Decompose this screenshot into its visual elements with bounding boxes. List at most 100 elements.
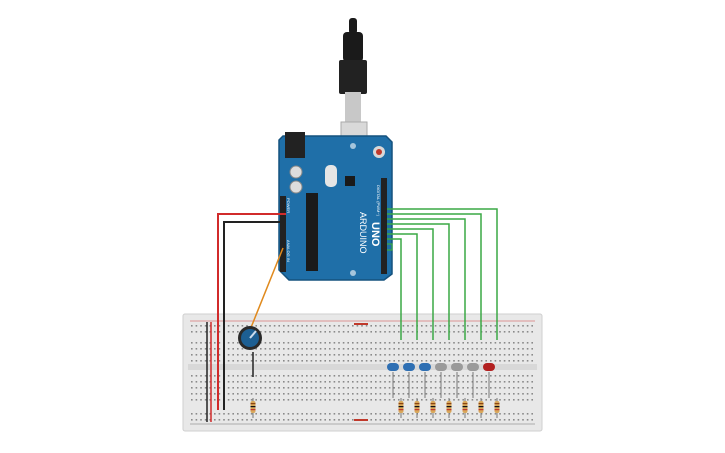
breadboard-hole[interactable] <box>462 360 464 362</box>
breadboard-hole[interactable] <box>471 331 474 333</box>
breadboard-hole[interactable] <box>237 331 239 333</box>
breadboard-hole[interactable] <box>306 360 308 362</box>
breadboard-hole[interactable] <box>517 375 520 377</box>
breadboard-hole[interactable] <box>329 399 331 401</box>
breadboard-hole[interactable] <box>200 325 202 327</box>
breadboard-hole[interactable] <box>200 342 202 344</box>
breadboard-hole[interactable] <box>393 419 395 421</box>
breadboard-hole[interactable] <box>241 381 244 383</box>
breadboard-hole[interactable] <box>384 419 386 421</box>
breadboard-hole[interactable] <box>301 419 303 421</box>
breadboard-hole[interactable] <box>246 387 248 389</box>
signal-wire[interactable] <box>387 243 393 251</box>
breadboard-hole[interactable] <box>278 354 280 356</box>
breadboard-hole[interactable] <box>292 325 294 327</box>
breadboard-hole[interactable] <box>402 399 405 401</box>
breadboard-hole[interactable] <box>467 399 469 401</box>
breadboard-hole[interactable] <box>416 348 418 350</box>
breadboard-hole[interactable] <box>416 387 418 389</box>
breadboard-hole[interactable] <box>434 348 437 350</box>
breadboard-hole[interactable] <box>296 393 299 395</box>
breadboard-hole[interactable] <box>218 360 221 362</box>
breadboard-hole[interactable] <box>315 387 317 389</box>
resistor-row[interactable] <box>398 398 500 418</box>
breadboard-hole[interactable] <box>264 360 267 362</box>
breadboard-hole[interactable] <box>430 381 432 383</box>
breadboard-hole[interactable] <box>471 360 474 362</box>
breadboard-hole[interactable] <box>384 381 386 383</box>
breadboard-hole[interactable] <box>457 354 460 356</box>
breadboard-hole[interactable] <box>204 342 207 344</box>
breadboard-hole[interactable] <box>476 354 478 356</box>
breadboard-hole[interactable] <box>237 348 239 350</box>
breadboard-hole[interactable] <box>448 342 451 344</box>
breadboard-hole[interactable] <box>264 354 267 356</box>
breadboard-hole[interactable] <box>301 375 303 377</box>
breadboard-hole[interactable] <box>315 375 317 377</box>
breadboard-hole[interactable] <box>490 325 492 327</box>
breadboard-hole[interactable] <box>338 399 340 401</box>
breadboard-hole[interactable] <box>237 399 239 401</box>
breadboard-hole[interactable] <box>273 354 276 356</box>
breadboard-hole[interactable] <box>218 419 221 421</box>
breadboard-hole[interactable] <box>204 387 207 389</box>
breadboard-hole[interactable] <box>411 342 414 344</box>
breadboard-hole[interactable] <box>296 331 299 333</box>
breadboard-hole[interactable] <box>255 360 257 362</box>
breadboard-hole[interactable] <box>195 399 198 401</box>
breadboard-hole[interactable] <box>462 342 464 344</box>
breadboard-hole[interactable] <box>467 331 469 333</box>
breadboard-hole[interactable] <box>453 342 455 344</box>
breadboard-hole[interactable] <box>531 375 533 377</box>
breadboard-hole[interactable] <box>209 393 211 395</box>
breadboard-hole[interactable] <box>227 419 230 421</box>
breadboard-hole[interactable] <box>287 342 290 344</box>
breadboard-hole[interactable] <box>476 375 478 377</box>
breadboard-hole[interactable] <box>333 399 336 401</box>
breadboard-hole[interactable] <box>200 413 202 415</box>
breadboard-hole[interactable] <box>214 387 216 389</box>
breadboard-hole[interactable] <box>430 354 432 356</box>
breadboard-hole[interactable] <box>508 325 510 327</box>
breadboard-hole[interactable] <box>329 348 331 350</box>
breadboard-hole[interactable] <box>292 413 294 415</box>
breadboard-hole[interactable] <box>499 413 501 415</box>
breadboard-hole[interactable] <box>218 381 221 383</box>
breadboard-hole[interactable] <box>218 325 221 327</box>
breadboard-hole[interactable] <box>287 419 290 421</box>
breadboard-hole[interactable] <box>480 348 483 350</box>
breadboard-hole[interactable] <box>195 354 198 356</box>
breadboard-hole[interactable] <box>319 360 322 362</box>
breadboard-hole[interactable] <box>462 399 464 401</box>
breadboard-hole[interactable] <box>531 393 533 395</box>
breadboard-hole[interactable] <box>508 348 510 350</box>
breadboard-hole[interactable] <box>301 348 303 350</box>
breadboard-hole[interactable] <box>370 348 372 350</box>
breadboard-hole[interactable] <box>407 375 409 377</box>
breadboard-hole[interactable] <box>306 325 308 327</box>
breadboard-hole[interactable] <box>490 419 492 421</box>
breadboard-hole[interactable] <box>287 375 290 377</box>
breadboard-hole[interactable] <box>195 387 198 389</box>
breadboard-hole[interactable] <box>306 399 308 401</box>
breadboard-hole[interactable] <box>384 413 386 415</box>
breadboard-hole[interactable] <box>467 348 469 350</box>
led[interactable] <box>387 363 399 371</box>
breadboard-hole[interactable] <box>352 387 354 389</box>
breadboard-hole[interactable] <box>365 331 368 333</box>
breadboard-hole[interactable] <box>283 413 285 415</box>
breadboard-hole[interactable] <box>425 387 428 389</box>
breadboard-hole[interactable] <box>200 331 202 333</box>
breadboard-hole[interactable] <box>462 419 464 421</box>
breadboard-hole[interactable] <box>398 354 400 356</box>
breadboard-hole[interactable] <box>434 387 437 389</box>
breadboard-hole[interactable] <box>273 399 276 401</box>
breadboard-hole[interactable] <box>204 331 207 333</box>
breadboard-hole[interactable] <box>191 360 193 362</box>
breadboard-hole[interactable] <box>250 354 253 356</box>
breadboard-hole[interactable] <box>250 413 253 415</box>
breadboard-hole[interactable] <box>264 393 267 395</box>
breadboard-hole[interactable] <box>241 375 244 377</box>
breadboard-hole[interactable] <box>393 375 395 377</box>
breadboard-hole[interactable] <box>191 325 193 327</box>
